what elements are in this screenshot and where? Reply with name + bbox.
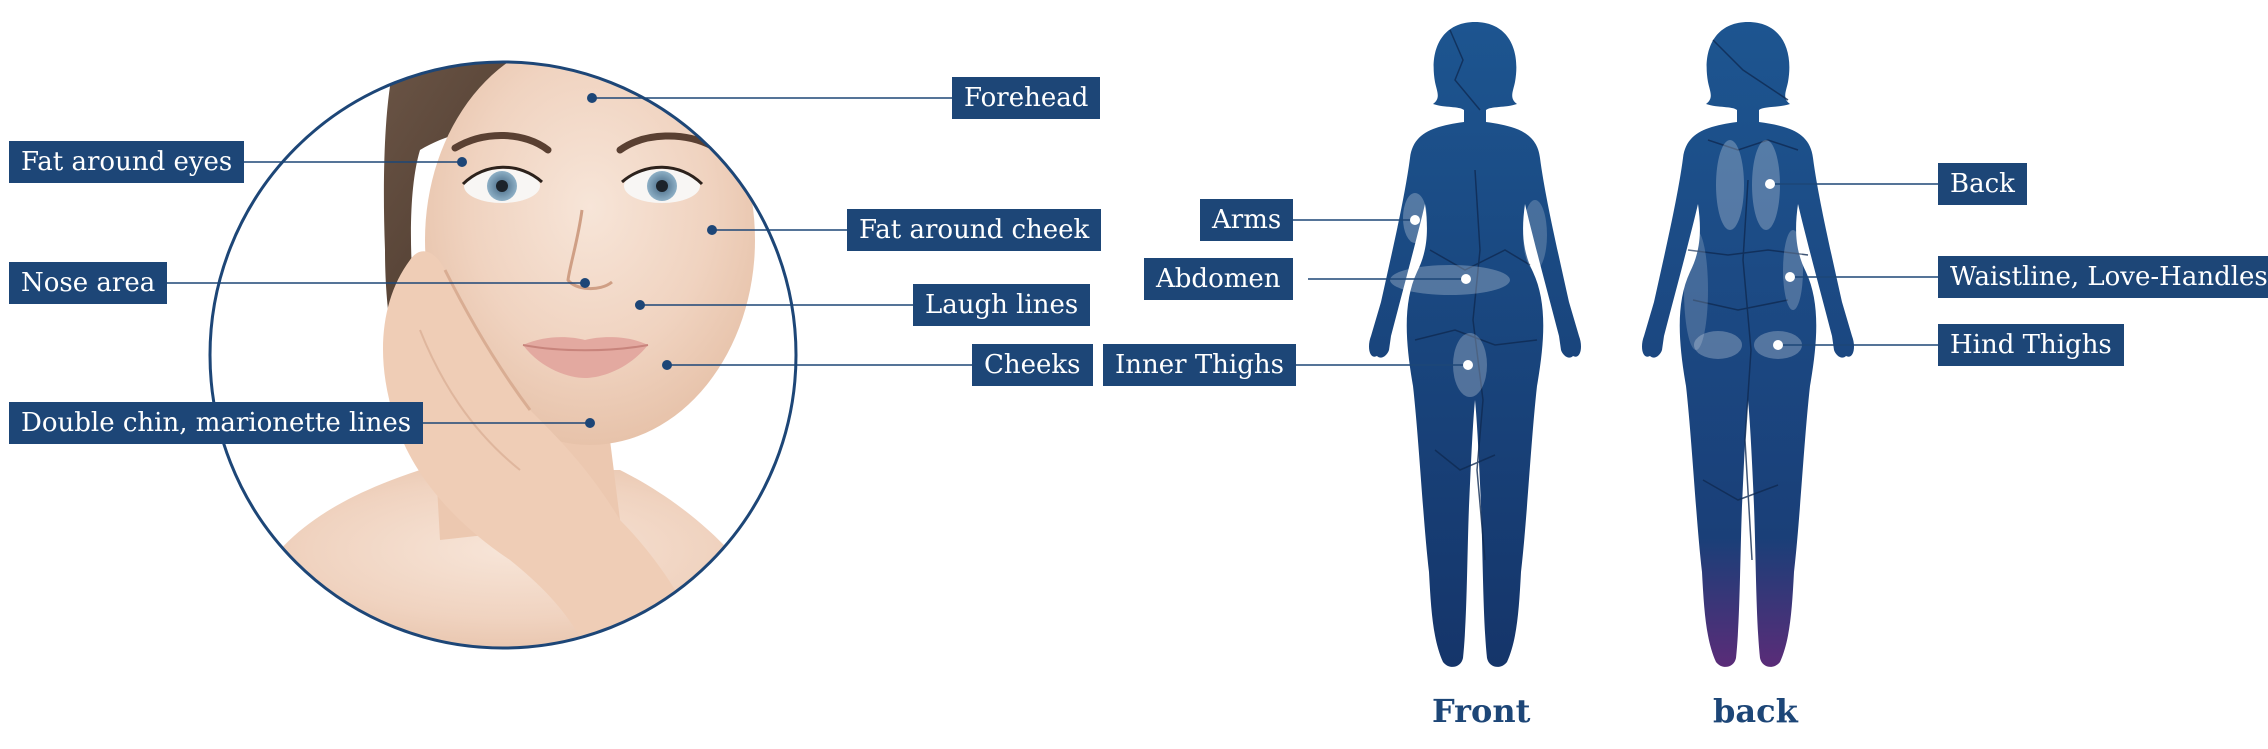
label-back: Back	[1938, 163, 2027, 205]
label-inner-thighs: Inner Thighs	[1103, 344, 1296, 386]
label-waistline: Waistline, Love-Handles	[1938, 256, 2268, 298]
label-cheeks: Cheeks	[972, 344, 1093, 386]
label-fat-around-eyes: Fat around eyes	[9, 141, 245, 183]
label-arms: Arms	[1200, 199, 1294, 241]
label-abdomen: Abdomen	[1144, 258, 1293, 300]
label-nose-area: Nose area	[9, 262, 168, 304]
label-hind-thighs: Hind Thighs	[1938, 324, 2124, 366]
label-forehead: Forehead	[952, 77, 1101, 119]
label-laugh-lines: Laugh lines	[913, 284, 1091, 326]
face-illustration	[208, 60, 798, 650]
leader-lines	[153, 97, 1938, 424]
caption-front: Front	[1432, 692, 1531, 730]
front-figure	[1369, 22, 1581, 667]
body-dots	[1410, 179, 1795, 370]
face-dots	[457, 93, 717, 428]
back-figure	[1642, 22, 1854, 667]
caption-back: back	[1713, 692, 1798, 730]
label-fat-around-cheek: Fat around cheek	[847, 209, 1102, 251]
label-double-chin: Double chin, marionette lines	[9, 402, 424, 444]
